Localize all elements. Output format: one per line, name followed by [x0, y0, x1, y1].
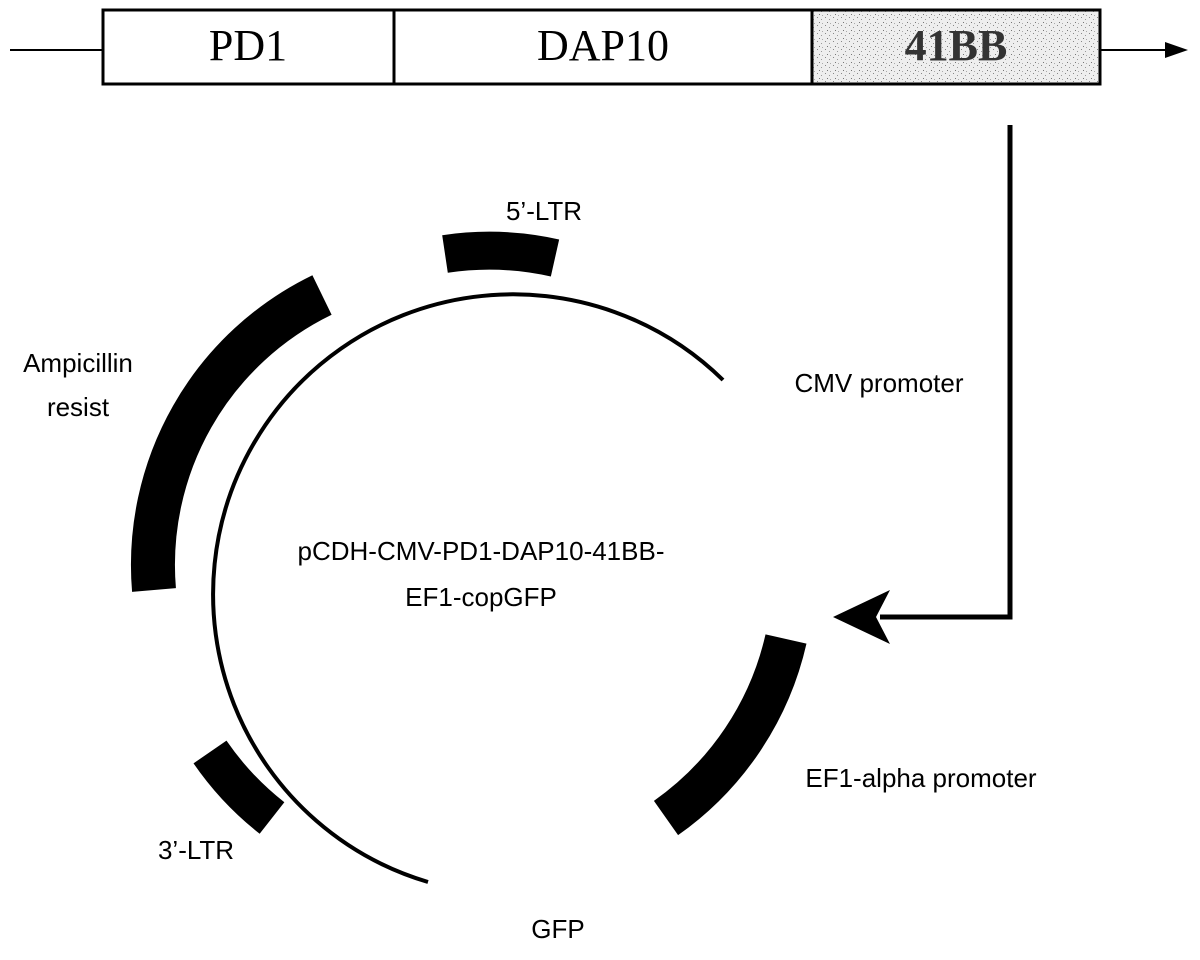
feature-3ltr-block	[193, 740, 285, 834]
insertion-arrowhead-icon	[833, 590, 890, 644]
segment-41bb-box	[810, 8, 1102, 86]
construct-arrowhead-icon	[1165, 42, 1188, 58]
plasmid-name-line1: pCDH-CMV-PD1-DAP10-41BB-	[298, 536, 665, 566]
plasmid-backbone	[211, 292, 725, 884]
plasmid-map	[130, 231, 807, 884]
insertion-arrow-path	[880, 125, 1013, 620]
label-ef1-promoter: EF1-alpha promoter	[805, 763, 1037, 793]
segment-dap10-box	[392, 8, 814, 86]
segment-dap10-label: DAP10	[537, 21, 669, 70]
label-ampicillin-line2: resist	[47, 392, 110, 422]
segment-pd1-label: PD1	[209, 21, 287, 70]
label-5ltr: 5’-LTR	[506, 196, 582, 226]
segment-41bb-label: 41BB	[905, 21, 1008, 70]
plasmid-name-line2: EF1-copGFP	[405, 582, 557, 612]
feature-ampicillin-block	[130, 275, 332, 592]
plasmid-labels: 5’-LTR Ampicillin resist CMV promoter pC…	[23, 196, 1037, 944]
insertion-arrow	[833, 125, 1013, 644]
label-gfp: GFP	[531, 914, 584, 944]
label-cmv-promoter: CMV promoter	[794, 368, 963, 398]
feature-5ltr-block	[442, 231, 560, 277]
construct-linear: PD1 DAP10 41BB	[10, 8, 1188, 86]
label-ampicillin-line1: Ampicillin	[23, 348, 133, 378]
feature-ef1-promoter-block	[653, 634, 807, 836]
label-3ltr: 3’-LTR	[158, 835, 234, 865]
